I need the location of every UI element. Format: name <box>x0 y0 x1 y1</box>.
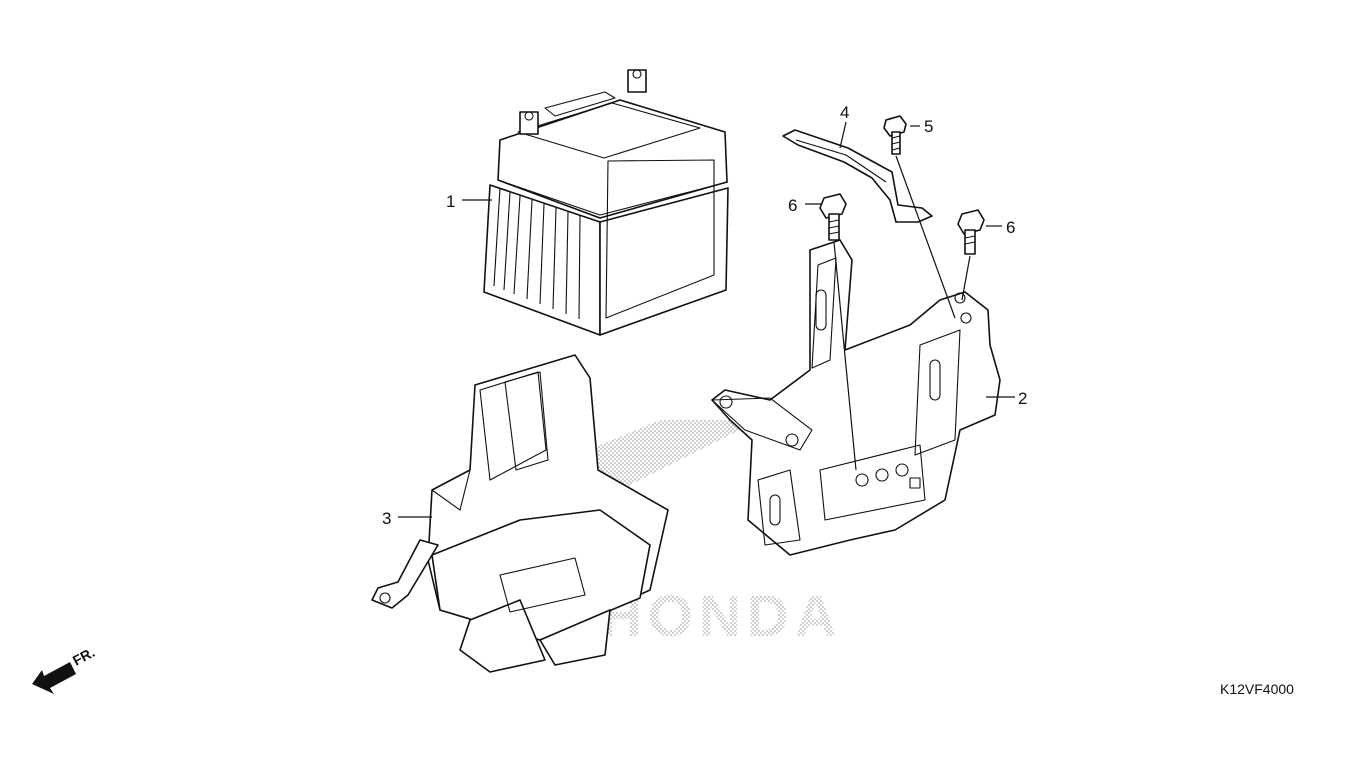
battery-holder-part-2 <box>711 239 1001 556</box>
battery-band-part-4 <box>782 129 933 223</box>
callout-5: 5 <box>924 117 933 136</box>
callout-1: 1 <box>446 192 455 211</box>
callout-4: 4 <box>840 103 849 122</box>
bolt-part-5 <box>883 115 907 155</box>
callout-6b: 6 <box>1006 218 1015 237</box>
leader-lines <box>398 121 1015 518</box>
callout-2: 2 <box>1018 389 1027 408</box>
bolt-part-6b <box>957 209 985 255</box>
bolt-part-6a <box>819 193 847 241</box>
callout-6a: 6 <box>788 196 797 215</box>
front-label: FR. <box>70 644 97 669</box>
front-arrow-icon <box>32 662 76 694</box>
callout-3: 3 <box>382 509 391 528</box>
battery-part-1 <box>483 69 729 336</box>
front-direction-indicator: FR. <box>32 644 97 694</box>
battery-box-part-3 <box>371 354 669 673</box>
drawing-code: K12VF4000 <box>1220 681 1294 697</box>
